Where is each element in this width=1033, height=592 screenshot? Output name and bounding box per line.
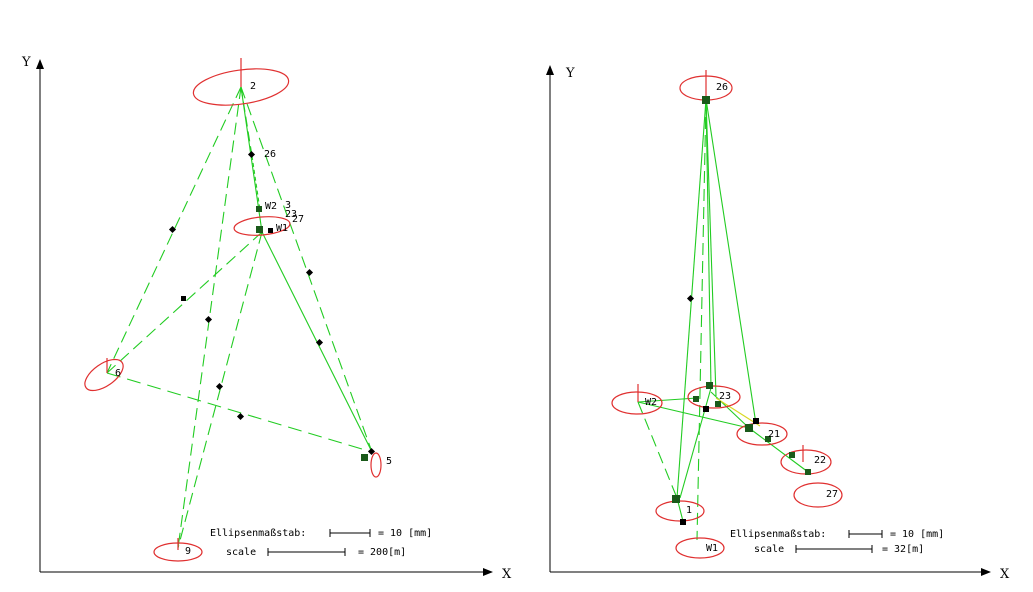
ellipse-27: [793, 482, 843, 508]
ellipse-5: [370, 452, 382, 478]
marker: [236, 412, 245, 421]
marker: [367, 447, 376, 456]
line-w1-9: [177, 231, 263, 549]
marker: [680, 519, 686, 525]
marker: [703, 406, 709, 412]
left-point-label-27: 27: [292, 214, 304, 225]
marker: [805, 469, 811, 475]
left-error-ellipses: [84, 68, 382, 562]
right-error-ellipses: [611, 75, 843, 559]
line-2-9: [177, 86, 242, 549]
left-point-label-6: 6: [115, 368, 121, 379]
line-2-5: [240, 86, 373, 453]
marker: [706, 382, 713, 389]
marker: [745, 424, 753, 432]
right-panel: Y X: [546, 65, 1010, 582]
line-26-23: [705, 98, 712, 389]
left-panel: Y X: [21, 55, 512, 582]
marker: [789, 452, 795, 458]
ellipse-21: [736, 422, 788, 446]
right-point-label-23: 23: [719, 391, 731, 402]
right-scale-value: = 32[m]: [882, 544, 924, 555]
right-ellipse-scale-value: = 10 [mm]: [890, 529, 944, 540]
marker: [247, 150, 256, 159]
line-w2-21: [637, 401, 750, 429]
line-w2-23: [637, 397, 698, 403]
left-point-label-9: 9: [185, 546, 191, 557]
ellipse-w1: [675, 537, 725, 559]
right-point-label-26: 26: [716, 82, 728, 93]
right-point-label-27: 27: [826, 489, 838, 500]
line-w1-6: [106, 231, 263, 374]
marker: [702, 96, 710, 104]
left-point-label-3: 3: [285, 200, 291, 211]
left-observation-lines: [106, 86, 373, 549]
right-point-label-1: 1: [686, 505, 692, 516]
marker: [204, 315, 213, 324]
line-26-w1: [696, 98, 707, 541]
ellipse-23: [687, 385, 741, 409]
right-x-axis-label: X: [1000, 567, 1010, 582]
line-23-21-alt: [715, 397, 761, 427]
right-markers: [672, 96, 811, 525]
line-2-26: [240, 86, 253, 157]
marker: [672, 495, 680, 503]
line-2-6: [106, 86, 242, 374]
left-ellipse-scale-value: = 10 [mm]: [378, 528, 432, 539]
left-scale-label: scale: [226, 547, 256, 558]
right-ellipse-scale-label: Ellipsenmaßstab:: [730, 529, 826, 540]
left-scale-value: = 200[m]: [358, 547, 406, 558]
marker: [753, 418, 759, 424]
left-point-label-26: 26: [264, 149, 276, 160]
marker: [215, 382, 224, 391]
right-y-axis-label: Y: [565, 66, 575, 81]
ellipse-6: [84, 358, 124, 392]
marker: [256, 206, 262, 212]
ellipse-2: [192, 68, 290, 106]
right-point-label-w2: W2: [645, 397, 657, 408]
marker: [168, 225, 177, 234]
ellipse-w2: [611, 391, 663, 415]
ellipse-w1: [233, 216, 291, 236]
right-scale-label: scale: [754, 544, 784, 555]
left-point-label-w1: W1: [276, 223, 288, 234]
left-y-axis-label: Y: [21, 55, 31, 70]
marker: [256, 226, 263, 233]
line-6-5: [106, 372, 373, 453]
left-point-label-5: 5: [386, 456, 392, 467]
line-21-22: [748, 427, 809, 473]
marker: [686, 294, 695, 303]
line-26-w2: [251, 155, 261, 211]
right-point-label-22: 22: [814, 455, 826, 466]
line-26-23b: [705, 98, 717, 397]
left-point-label-2: 2: [250, 81, 256, 92]
marker: [181, 296, 186, 301]
marker: [268, 228, 273, 233]
marker: [693, 396, 699, 402]
left-x-axis-label: X: [502, 567, 512, 582]
marker: [715, 401, 721, 407]
right-point-label-w1: W1: [706, 543, 718, 554]
right-point-label-21: 21: [768, 429, 780, 440]
left-ellipse-scale-label: Ellipsenmaßstab:: [210, 528, 306, 539]
marker: [315, 338, 324, 347]
marker: [305, 268, 314, 277]
left-point-label-w2: W2: [265, 201, 277, 212]
left-point-label-23: 23: [285, 209, 297, 220]
line-23-21: [710, 391, 750, 429]
left-markers: [168, 150, 376, 461]
right-observation-lines: [637, 98, 809, 541]
line-26-21: [705, 98, 757, 425]
marker: [361, 454, 368, 461]
line-w2-1: [637, 401, 678, 499]
marker: [765, 436, 771, 442]
